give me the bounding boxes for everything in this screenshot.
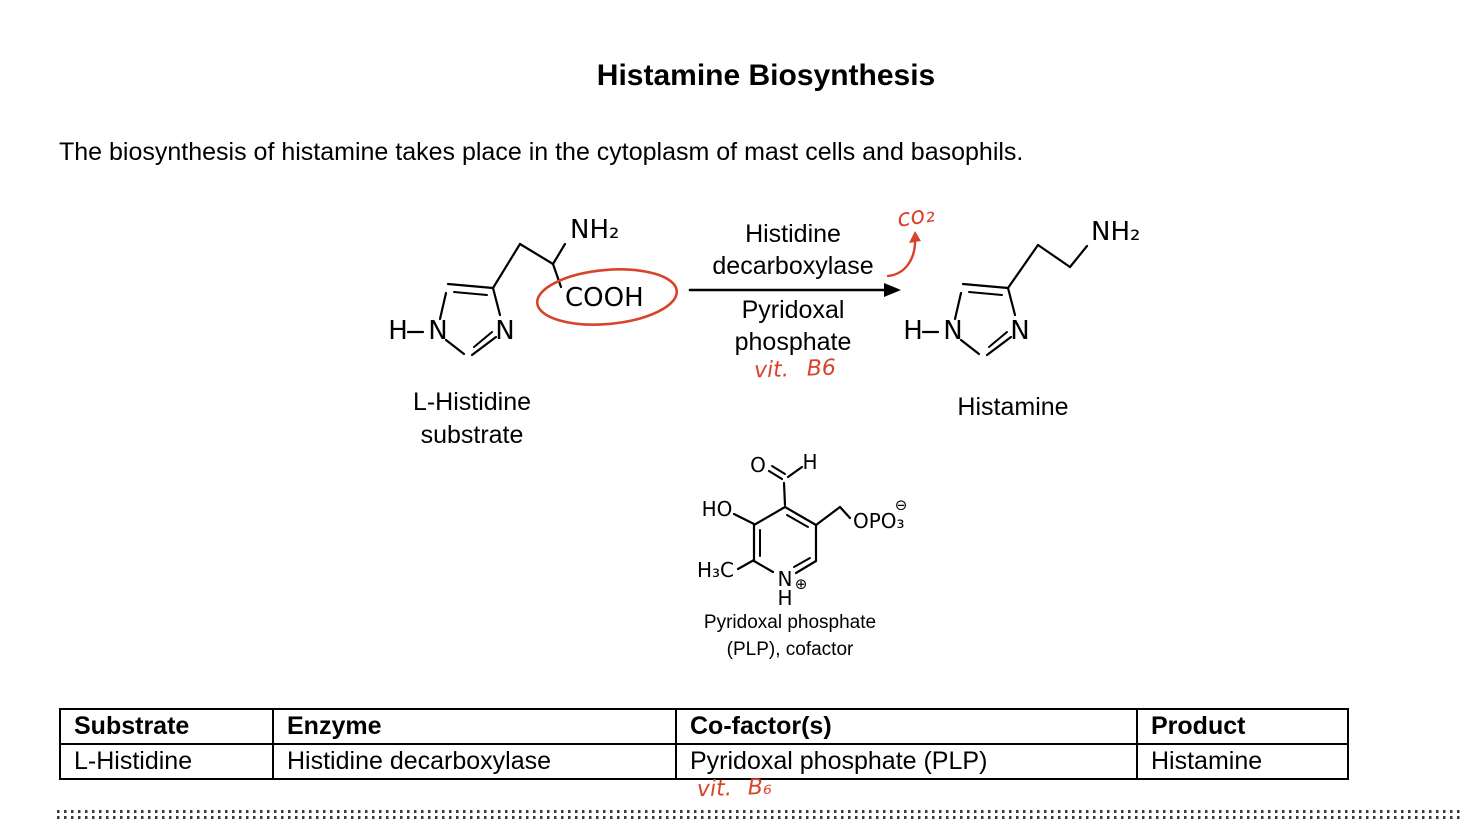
table-row: L-Histidine Histidine decarboxylase Pyri… [59,743,1349,780]
histamine-structure-svg: NH₂ H N N [903,217,1140,357]
histamine-n3-label: N [1010,316,1029,346]
plp-aldehyde-h-label: H [802,450,817,474]
enzyme-name-line2: decarboxylase [712,252,874,280]
table-header-enzyme: Enzyme [272,708,677,745]
l-histidine-structure-svg: NH₂ COOH H N N [388,215,679,357]
plp-caption-line1: Pyridoxal phosphate [703,612,877,633]
vit-b6-annotation-table: vit. B₆ [697,775,773,803]
plp-aldehyde-o-label: O [750,453,766,477]
vit-text: vit. [753,357,790,384]
histidine-n3-label: N [495,316,514,346]
table-header-product: Product [1136,708,1349,745]
plp-caption-line2: (PLP), cofactor [726,639,854,660]
table-header-row: Substrate Enzyme Co-factor(s) Product [59,708,1349,745]
enzyme-name-line1: Histidine [745,220,841,248]
plp-methyl-label: H₃C [697,558,734,582]
product-name: Histamine [957,393,1069,421]
histamine-n1-label: N [943,316,962,346]
substrate-role: substrate [420,421,524,449]
histidine-cooh-label: COOH [565,283,644,313]
plp-structure-svg: O H HO OPO₃ ⊖ H₃C N ⊕ H [697,450,908,610]
plp-plus-charge-icon: ⊕ [795,575,808,593]
plp-bonds [732,465,852,575]
histamine-nh-hydrogen-label: H [903,316,923,346]
cooh-highlight-ellipse [535,268,679,326]
vit-text: vit. [696,776,733,803]
plp-ring-n-label: N [778,567,793,591]
plp-minus-charge-icon: ⊖ [895,496,908,514]
histidine-nh2-label: NH₂ [570,215,619,245]
table-cell-enzyme: Histidine decarboxylase [272,743,677,780]
co2-release-arrow [886,231,921,278]
co2-arrowhead [909,231,921,243]
summary-table: Substrate Enzyme Co-factor(s) Product L-… [59,708,1349,780]
table-header-substrate: Substrate [59,708,274,745]
plp-hydroxyl-label: HO [702,497,733,521]
b6-text: B6 [806,355,837,382]
cofactor-name-line2: phosphate [734,328,852,356]
histamine-nh2-label: NH₂ [1091,217,1140,247]
histidine-n1-label: N [428,316,447,346]
cofactor-name-line1: Pyridoxal [741,296,845,324]
vit-b6-annotation-arrow: vit. B6 [700,354,891,386]
plp-phosphate-label: OPO₃ [853,509,905,533]
histidine-nh-hydrogen-label: H [388,316,408,346]
table-cell-cofactor: Pyridoxal phosphate (PLP) [675,743,1138,780]
b6-text: B₆ [747,774,773,801]
histamine-bonds [921,243,1089,357]
l-histidine-bonds [406,242,567,357]
intro-text: The biosynthesis of histamine takes plac… [59,138,1024,166]
dotted-separator-row-top [57,810,1462,813]
dotted-separator-row-bottom [57,816,1462,819]
table-cell-substrate: L-Histidine [59,743,274,780]
plp-nh-hydrogen-label: H [777,586,792,610]
table-cell-product: Histamine [1136,743,1349,780]
reaction-arrowhead [884,283,901,297]
substrate-name: L-Histidine [412,388,532,416]
reaction-arrow [688,283,901,297]
page-title: Histamine Biosynthesis [596,59,936,92]
table-header-cofactor: Co-factor(s) [675,708,1138,745]
